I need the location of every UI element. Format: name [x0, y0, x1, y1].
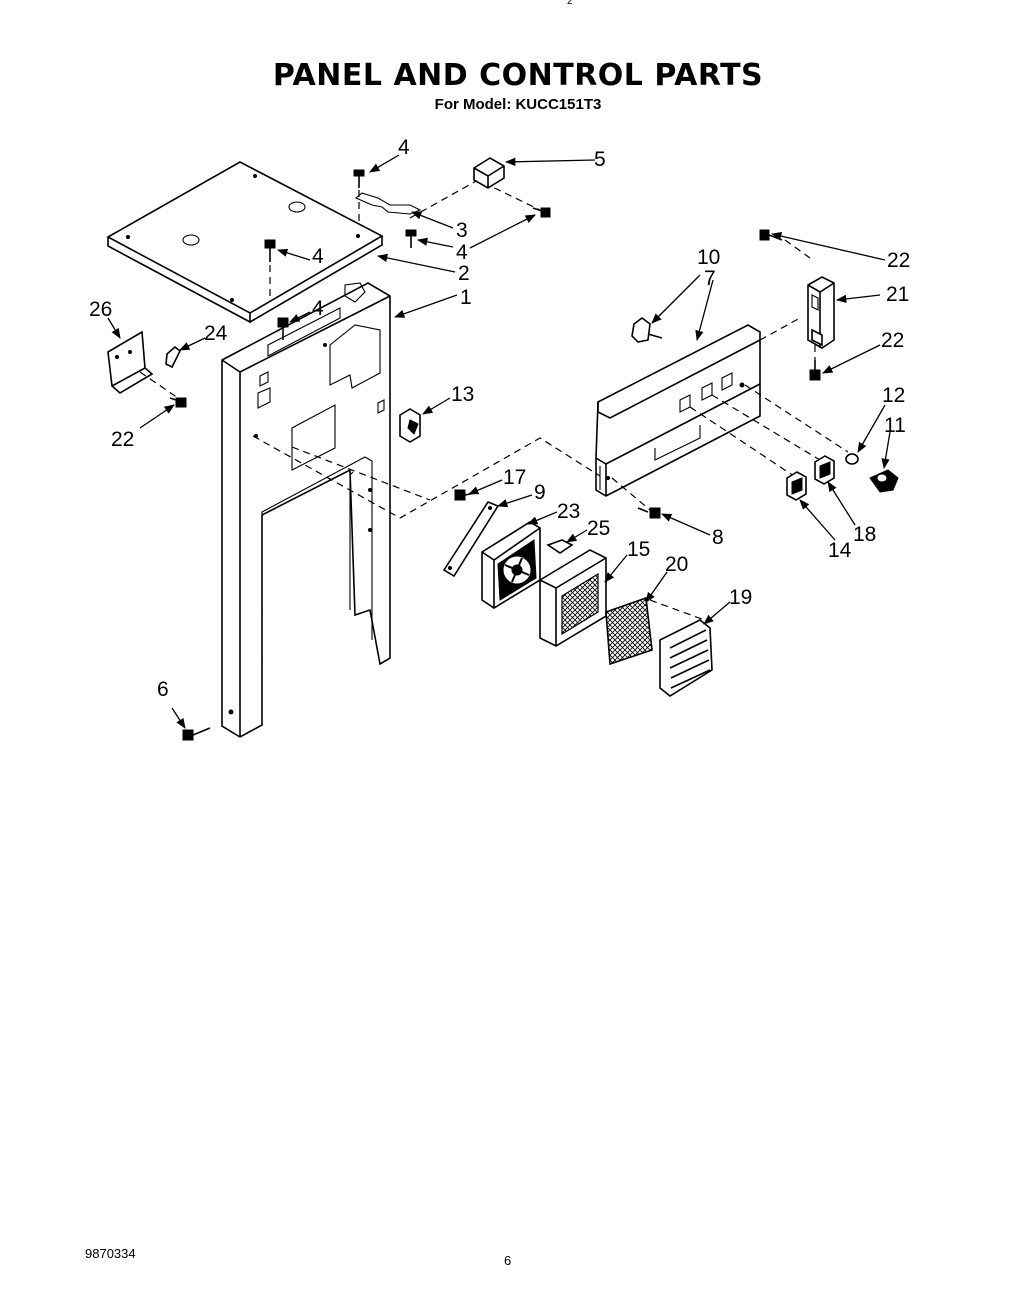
callout-19: 19 — [729, 586, 752, 609]
callout-17: 17 — [503, 466, 526, 489]
top-cover-panel — [106, 161, 384, 324]
switch-13 — [399, 408, 421, 443]
callout-7: 7 — [704, 267, 716, 290]
callout-6: 6 — [157, 678, 169, 701]
callout-10: 10 — [697, 246, 720, 269]
clip-25 — [546, 539, 574, 554]
callout-14: 14 — [828, 539, 852, 562]
callout-25: 25 — [587, 517, 610, 540]
control-housing-panel — [221, 282, 391, 738]
screw-8 — [637, 507, 661, 519]
knob-11 — [869, 469, 899, 493]
callout-1: 1 — [460, 286, 472, 309]
callout-22: 22 — [111, 428, 134, 451]
part-10 — [631, 317, 663, 343]
bracket-21 — [807, 276, 835, 349]
top-mark: 2 — [567, 0, 573, 7]
callout-15: 15 — [627, 538, 650, 561]
screw-4-lower — [277, 317, 289, 340]
shroud-15 — [539, 549, 607, 647]
callout-4: 4 — [398, 136, 410, 159]
screw-6 — [182, 727, 211, 741]
screw-22-left — [169, 397, 187, 408]
callout-2: 2 — [458, 262, 470, 285]
control-panel-7 — [595, 324, 761, 497]
document-number: 9870334 — [85, 1246, 136, 1261]
callout-13: 13 — [451, 383, 474, 406]
screw-4-right — [532, 207, 551, 218]
leader-arrows — [107, 154, 891, 729]
callout-4: 4 — [312, 245, 324, 268]
washer-12 — [845, 453, 859, 465]
callout-4: 4 — [312, 297, 324, 320]
callout-5: 5 — [594, 148, 606, 171]
callout-20: 20 — [665, 553, 688, 576]
callout-3: 3 — [456, 219, 468, 242]
callout-9: 9 — [534, 481, 546, 504]
fan-23 — [481, 521, 541, 609]
callout-18: 18 — [853, 523, 876, 546]
page-number: 6 — [504, 1253, 512, 1268]
switch-14 — [786, 471, 807, 501]
part-5-block — [473, 157, 505, 189]
filter-20 — [605, 596, 653, 666]
callout-labels: 4 5 3 4 2 4 1 4 26 24 22 13 6 10 7 22 21… — [89, 136, 910, 701]
bracket-3 — [354, 192, 422, 215]
callout-26: 26 — [89, 298, 112, 321]
callout-23: 23 — [557, 500, 580, 523]
callout-24: 24 — [204, 322, 228, 345]
callout-11: 11 — [884, 414, 906, 437]
callout-22: 22 — [887, 249, 910, 272]
callout-12: 12 — [882, 384, 905, 407]
callout-22: 22 — [881, 329, 904, 352]
callout-8: 8 — [712, 526, 724, 549]
screw-4-left — [264, 239, 276, 262]
callout-21: 21 — [886, 283, 909, 306]
callout-4: 4 — [456, 241, 468, 264]
screw-22-bottom-right — [809, 360, 821, 381]
bracket-26 — [107, 330, 154, 394]
grille-19 — [659, 619, 713, 697]
clip-24 — [165, 345, 182, 369]
page-title: PANEL AND CONTROL PARTS — [272, 58, 764, 93]
switch-18 — [814, 455, 835, 485]
screw-17 — [454, 489, 476, 501]
model-subtitle: For Model: KUCC151T3 — [434, 96, 602, 113]
screw-4-middle — [405, 229, 417, 248]
screw-4-top — [353, 169, 365, 188]
